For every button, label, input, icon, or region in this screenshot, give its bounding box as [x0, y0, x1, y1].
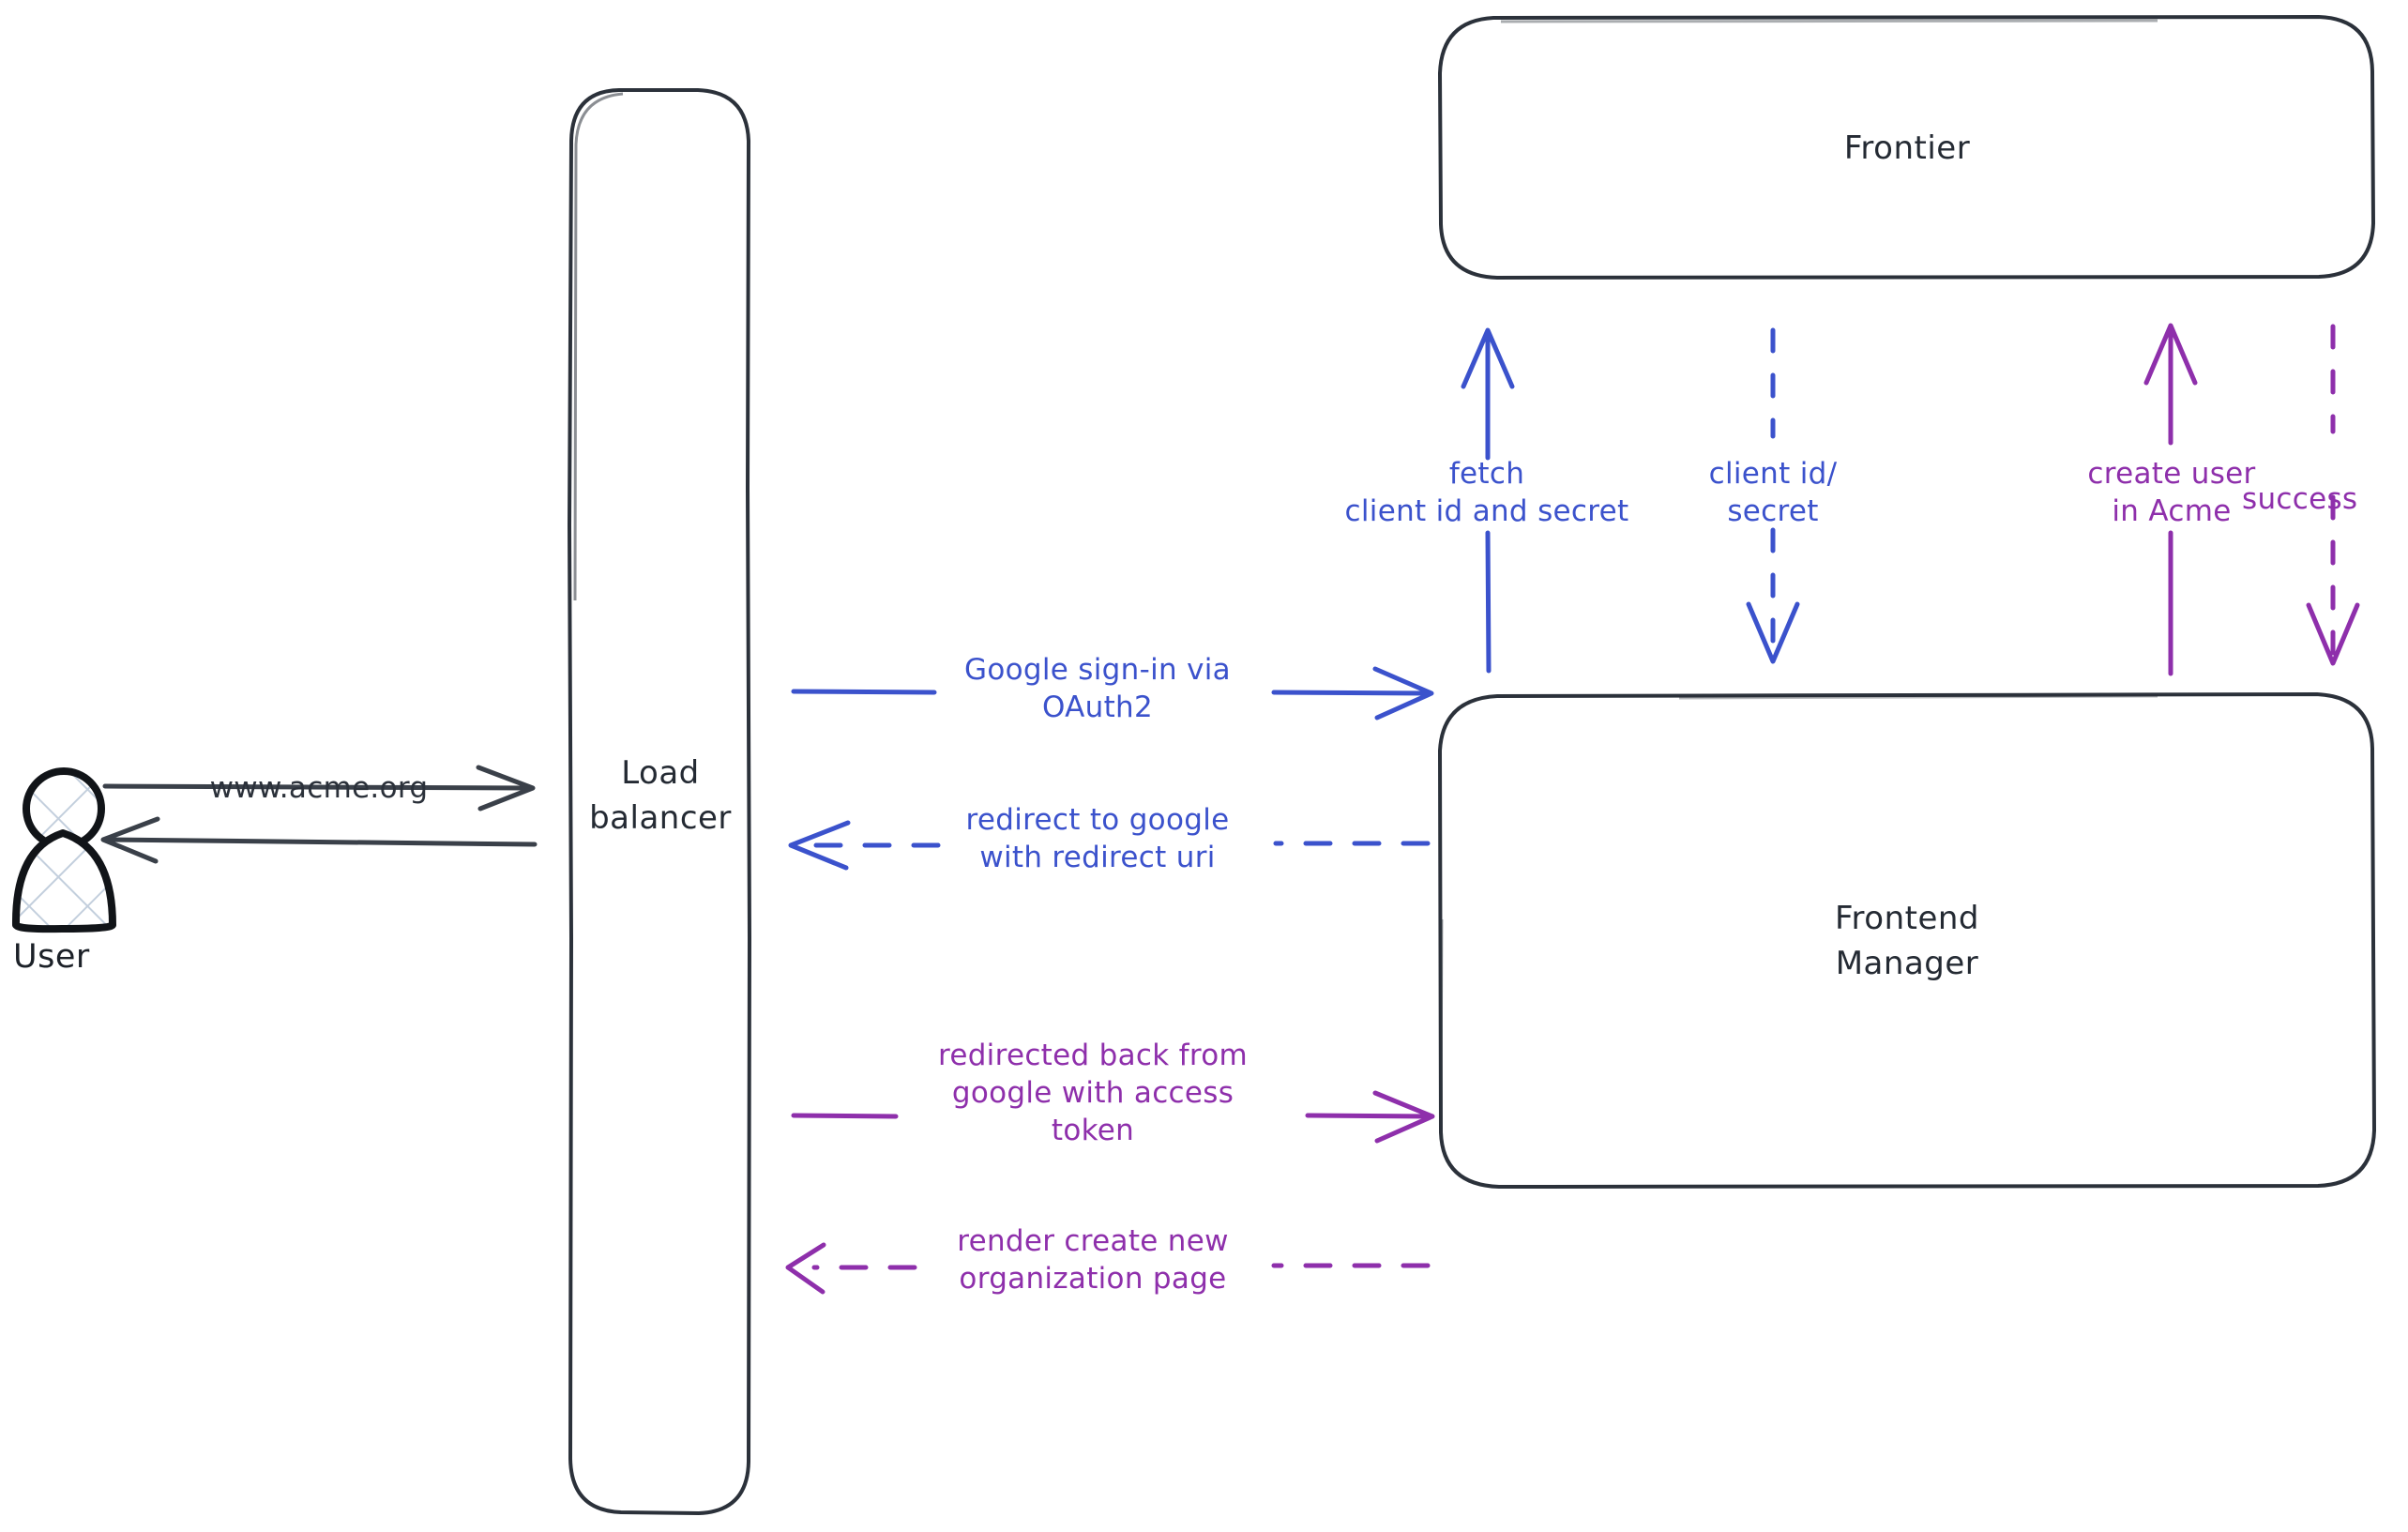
edge-label-user-to-lb: www.acme.org [209, 771, 429, 805]
edge-fm-to-frontier-create[interactable] [2143, 323, 2198, 676]
node-frontend-manager[interactable] [1438, 692, 2376, 1189]
actor-user-icon[interactable] [11, 767, 116, 933]
edge-label-frontier-to-fm-success: success [2242, 482, 2358, 516]
edge-lb-to-fm-signin[interactable] [791, 666, 1434, 720]
edge-frontier-to-fm-creds[interactable] [1746, 327, 1800, 664]
edge-user-to-lb[interactable] [102, 765, 536, 812]
edge-fm-to-frontier-fetch[interactable] [1461, 327, 1515, 674]
node-frontier[interactable] [1438, 15, 2375, 280]
edge-label-lb-to-fm-token: redirected back from google with access … [937, 1039, 1249, 1147]
edge-label-frontier-to-fm-creds: client id/ secret [1708, 457, 1838, 528]
actor-caption-user: User [13, 938, 90, 976]
edge-label-lb-to-fm-signin: Google sign-in via OAuth2 [964, 653, 1231, 724]
edge-lb-to-fm-token[interactable] [791, 1090, 1435, 1144]
edge-fm-to-lb-render[interactable] [785, 1242, 1431, 1295]
node-load-balancer[interactable] [568, 88, 751, 1515]
edge-label-fm-to-frontier-fetch: fetch client id and secret [1344, 457, 1629, 528]
edge-frontier-to-fm-success[interactable] [2306, 324, 2360, 666]
edge-label-fm-to-lb-redirect: redirect to google with redirect uri [965, 803, 1230, 874]
edge-label-fm-to-frontier-create: create user in Acme [2087, 457, 2256, 528]
edge-fm-to-lb-redirect[interactable] [788, 820, 1431, 871]
edge-lb-to-user[interactable] [100, 816, 538, 864]
edge-label-fm-to-lb-render: render create new organization page [957, 1224, 1229, 1296]
